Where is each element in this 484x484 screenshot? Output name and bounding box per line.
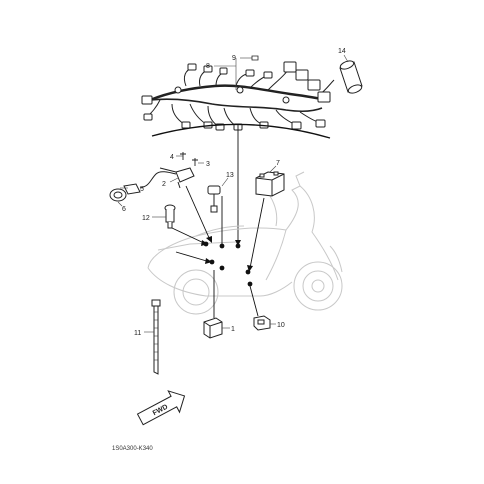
callout-3: 3 (206, 161, 210, 168)
spark-plug-lead (139, 167, 177, 189)
part-7-battery[interactable] (255, 171, 285, 197)
leader-14 (343, 54, 349, 63)
callout-4: 4 (170, 154, 174, 161)
callout-12: 12 (142, 215, 150, 222)
callout-1: 1 (231, 326, 235, 333)
callout-9: 9 (232, 55, 236, 62)
callout-labels: 1 2 3 4 5 6 7 8 9 10 11 12 13 14 (122, 48, 346, 337)
group-bracket (151, 123, 331, 139)
callout-14: 14 (338, 48, 346, 55)
drawing-code: 1S0A300-K340 (112, 446, 153, 452)
clamp-9-icon (251, 55, 259, 61)
arrow-coil-head (206, 236, 212, 243)
part-2-coil[interactable] (175, 167, 195, 189)
mount-points (203, 241, 253, 287)
callout-5: 5 (140, 186, 144, 193)
part-11-cable-tie[interactable] (151, 299, 161, 375)
callout-7: 7 (276, 160, 280, 167)
leader-13 (221, 177, 229, 187)
callout-8: 8 (206, 63, 210, 70)
callout-2: 2 (162, 181, 166, 188)
part-10-rectifier[interactable] (253, 315, 271, 331)
arrow-left-1 (171, 227, 207, 245)
harness-leaders (214, 57, 252, 90)
scooter-outline (147, 171, 343, 315)
part-14-cover[interactable] (339, 59, 363, 94)
part-6-boot[interactable] (109, 188, 127, 202)
part-1-relay[interactable] (203, 317, 223, 339)
part-3-bolt[interactable] (192, 158, 198, 166)
arrow-left-2 (175, 251, 211, 263)
part-5-plug-cap[interactable] (123, 183, 141, 195)
coil-leaders (117, 155, 204, 207)
harness-connectors (141, 61, 331, 131)
callout-11: 11 (134, 330, 141, 337)
fwd-arrow-icon: FWD (136, 390, 186, 426)
arrow-coil (185, 185, 211, 241)
leader-7 (269, 165, 277, 173)
arrow-10 (249, 285, 259, 317)
callout-13: 13 (226, 172, 234, 179)
callout-6: 6 (122, 206, 126, 213)
callout-10: 10 (277, 322, 285, 329)
bracket-arrow-head (235, 240, 241, 246)
part-12-relay[interactable] (164, 204, 176, 229)
part-13-sensor[interactable] (207, 185, 221, 213)
arrow-7 (249, 197, 265, 269)
